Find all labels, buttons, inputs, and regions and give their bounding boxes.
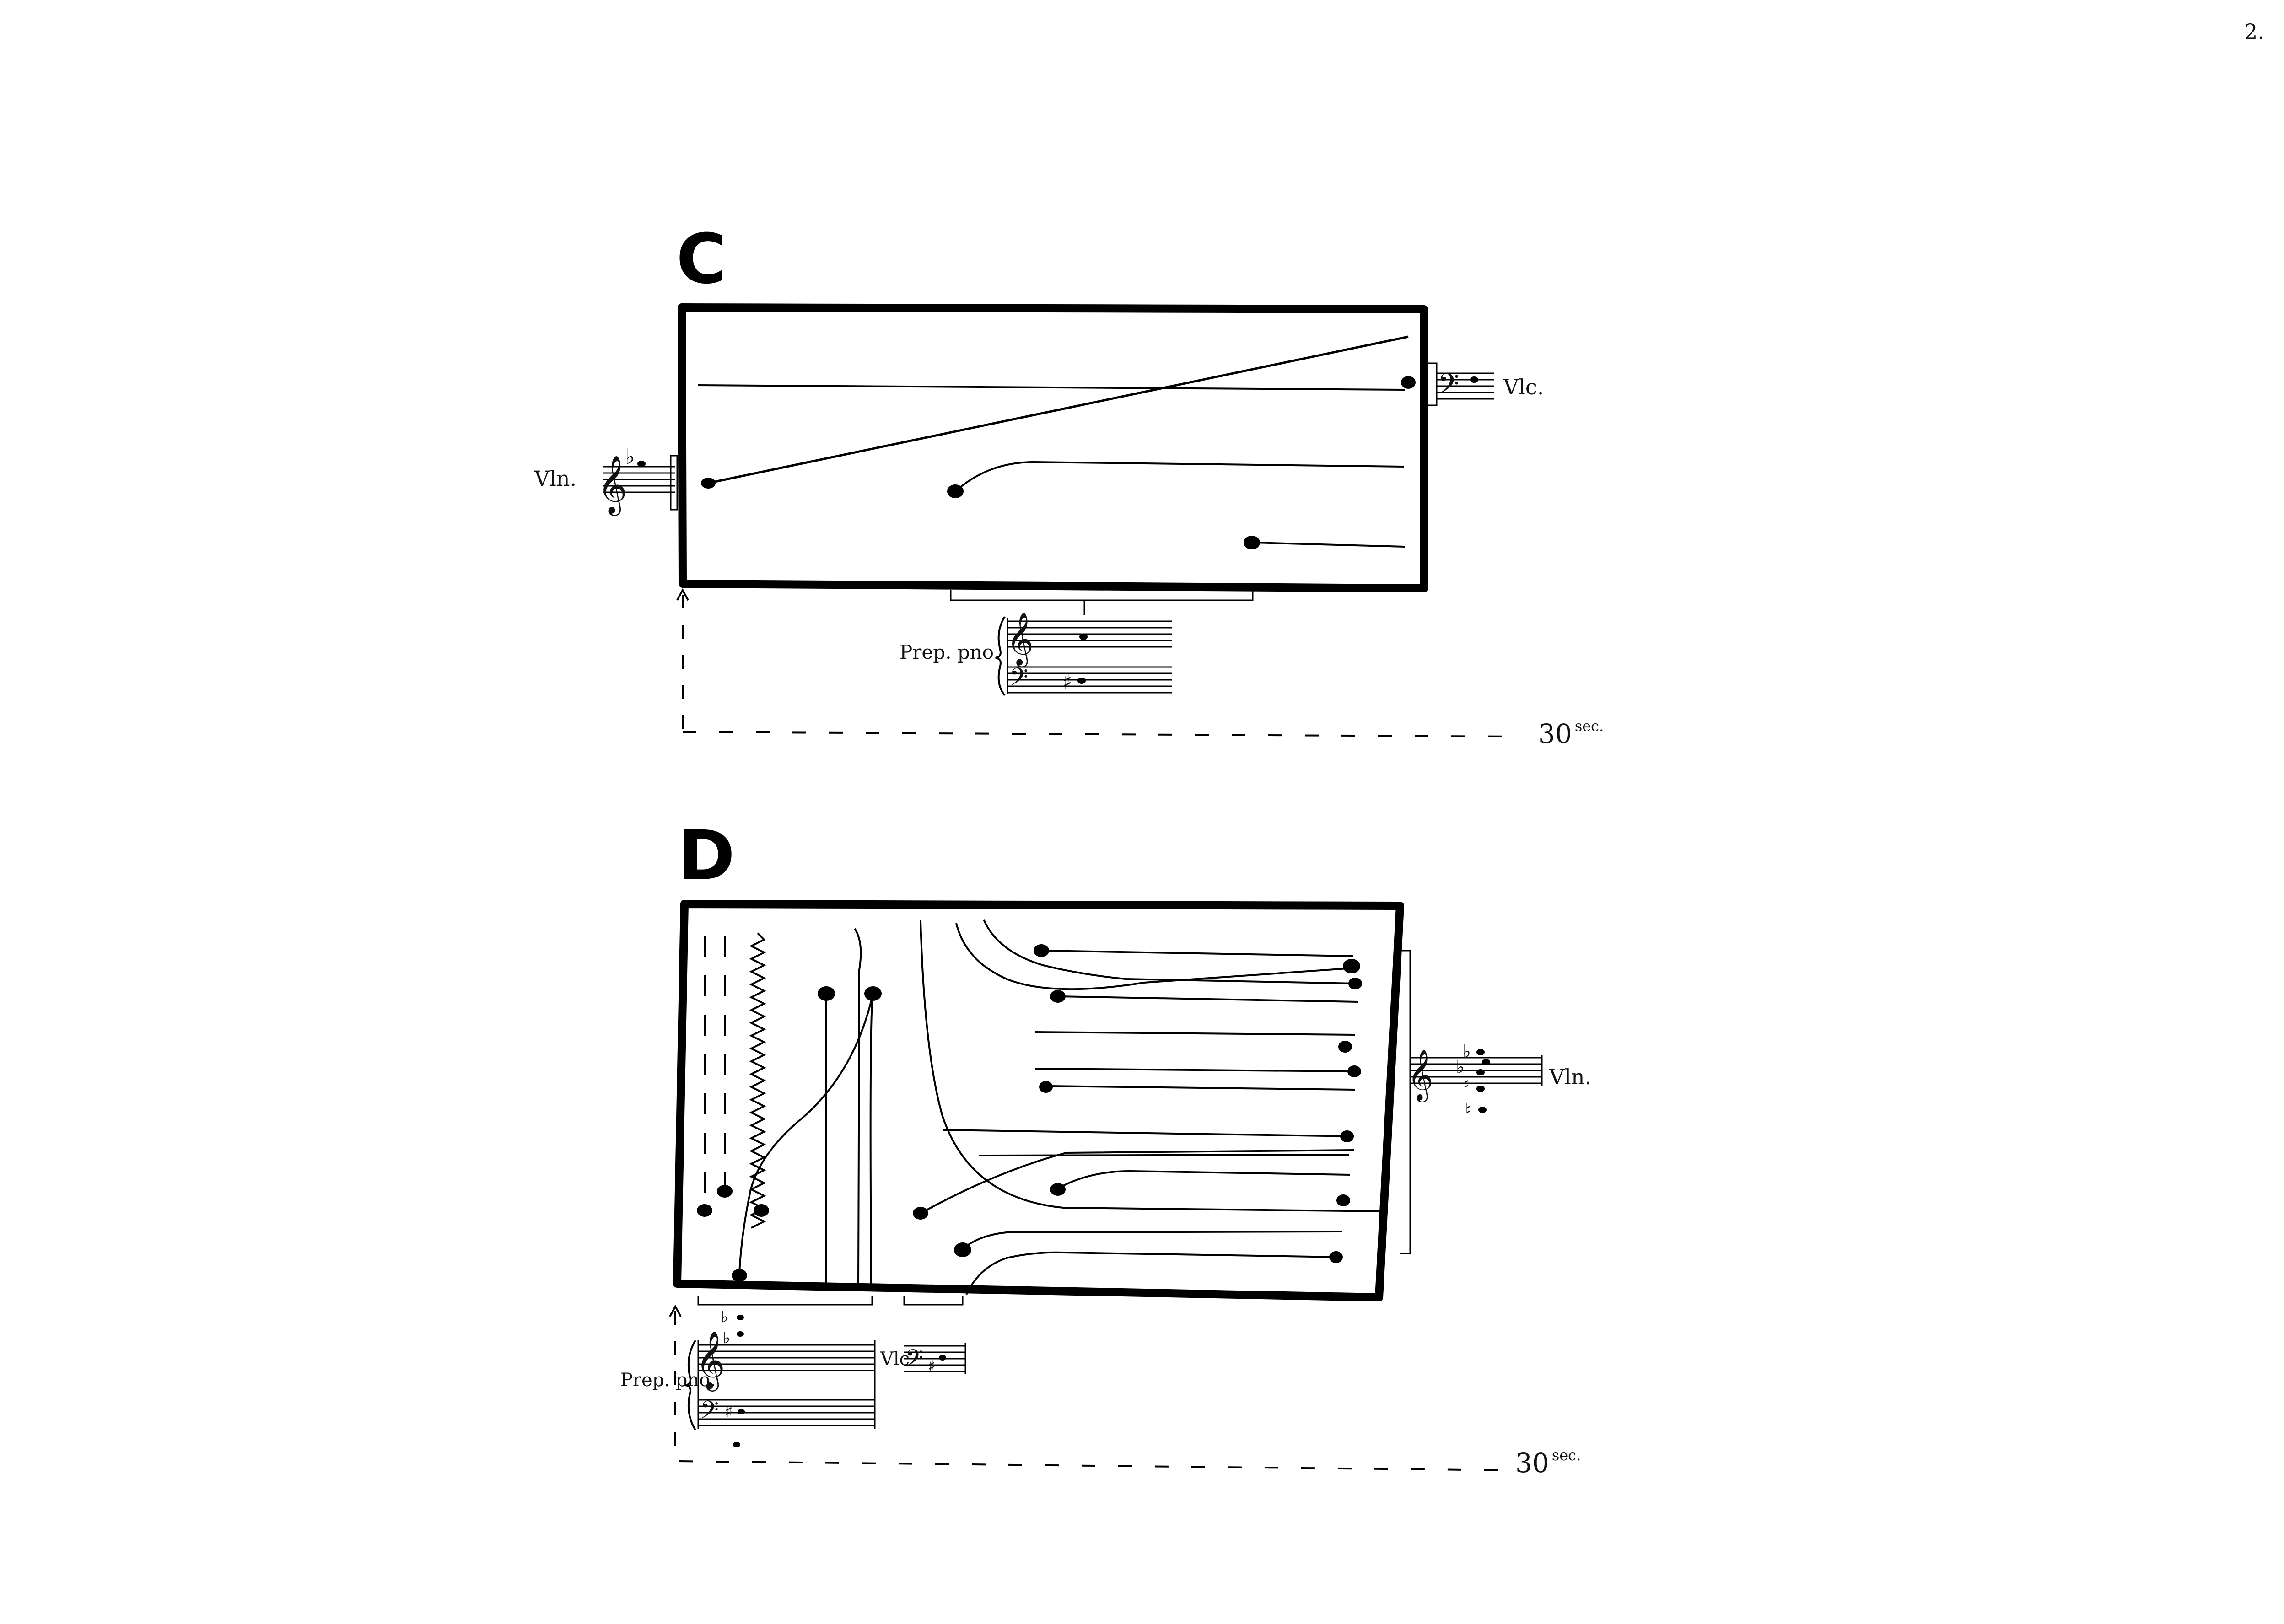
note-head — [1050, 1183, 1066, 1196]
sharp-icon: ♯ — [1062, 671, 1072, 694]
note-head — [754, 1204, 769, 1217]
section-d-frame — [673, 900, 1404, 1301]
natural-icon: ♮ — [1465, 1100, 1471, 1121]
note-head — [939, 1355, 946, 1361]
section-d-violin-label: Vln. — [1549, 1065, 1591, 1089]
section-d-piano-cue: 𝄞 𝄢 ♭ ♭ ♯ Prep. pno. Vlc 𝄢 — [620, 1296, 966, 1447]
treble-clef-icon: 𝄞 — [695, 1330, 725, 1392]
section-c-note-heads — [701, 376, 1416, 549]
note-head — [1470, 376, 1478, 383]
note-head — [1050, 990, 1066, 1003]
flat-icon: ♭ — [721, 1308, 728, 1326]
note-head — [717, 1185, 733, 1198]
note-head — [864, 986, 882, 1001]
note-head — [954, 1242, 971, 1257]
descending-curve — [869, 993, 874, 1285]
note-head — [913, 1207, 928, 1220]
note-head — [701, 478, 716, 489]
section-c: C Vln. 𝄞 — [534, 220, 1604, 749]
section-c-glissando-line — [708, 335, 1409, 484]
brace-icon — [685, 1339, 696, 1431]
note-head — [1077, 678, 1086, 684]
section-c-violin-cue: Vln. 𝄞 ♭ — [534, 444, 678, 516]
note-head — [947, 484, 964, 498]
violin-bracket — [1400, 950, 1411, 1254]
piano-grand-staff — [1007, 618, 1172, 694]
chord-note-heads — [1476, 1049, 1490, 1113]
section-c-sustain-line — [697, 384, 1405, 391]
section-d-violin-cue: 𝄞 ♭ ♭ ♮ ♮ Vln. — [1400, 950, 1591, 1254]
bass-clef-icon: 𝄢 — [1438, 368, 1460, 407]
section-c-cello-cue: 𝄢 Vlc. — [1426, 362, 1544, 407]
descending-curve — [738, 993, 874, 1274]
cello-staff — [904, 1343, 966, 1374]
section-c-letter: C — [676, 220, 727, 299]
note-head — [637, 461, 646, 467]
note-head — [732, 1269, 747, 1282]
section-d-left-gestures — [704, 928, 874, 1285]
section-d-letter: D — [678, 816, 735, 896]
curved-line — [854, 928, 862, 1285]
note-head — [1244, 536, 1260, 549]
brace-icon — [995, 616, 1006, 696]
section-d-right-gestures — [920, 919, 1387, 1295]
sharp-icon: ♯ — [725, 1403, 733, 1421]
note-head — [1039, 1081, 1053, 1093]
note-head — [697, 1204, 712, 1217]
flat-icon: ♭ — [625, 444, 635, 469]
section-d: D — [620, 816, 1591, 1479]
flat-icon: ♭ — [723, 1329, 730, 1347]
section-c-short-line — [1252, 542, 1405, 548]
flat-icon: ♭ — [1456, 1057, 1465, 1078]
bass-clef-icon: 𝄢 — [1009, 663, 1028, 697]
chord-note-heads — [733, 1315, 745, 1447]
flat-icon: ♭ — [1462, 1041, 1471, 1062]
treble-clef-icon: 𝄞 — [1407, 1049, 1433, 1102]
zigzag-line — [749, 932, 766, 1229]
note-head — [818, 986, 835, 1001]
section-c-cello-label: Vlc. — [1503, 375, 1544, 399]
cello-staff — [1426, 362, 1494, 406]
violin-staff — [603, 455, 678, 511]
piano-bracket — [697, 1296, 964, 1306]
piano-grand-staff — [697, 1340, 876, 1429]
section-d-timeline — [669, 1304, 1510, 1471]
section-c-curved-line — [954, 461, 1404, 492]
section-d-note-heads — [697, 944, 1362, 1282]
note-head — [1079, 634, 1088, 640]
treble-clef-icon: 𝄞 — [1007, 612, 1034, 667]
section-c-frame — [678, 303, 1428, 592]
note-head — [1329, 1251, 1343, 1263]
sharp-icon: ♯ — [928, 1357, 935, 1376]
piano-bracket — [950, 590, 1254, 615]
note-head — [1338, 1041, 1352, 1053]
section-c-piano-cue: 𝄞 𝄢 ♯ Prep. pno. — [900, 590, 1254, 697]
note-head — [1347, 1065, 1361, 1077]
note-head — [1336, 1194, 1350, 1206]
note-head — [1340, 1130, 1354, 1142]
note-head — [1034, 944, 1049, 957]
section-c-timeline — [676, 588, 1519, 737]
bass-clef-icon: 𝄢 — [905, 1344, 923, 1377]
note-head — [1343, 959, 1360, 973]
section-d-piano-label: Prep. pno. — [620, 1370, 716, 1391]
bass-clef-icon: 𝄢 — [700, 1396, 719, 1430]
section-c-piano-label: Prep. pno. — [900, 641, 1000, 663]
section-c-gestures — [697, 335, 1409, 548]
violin-staff — [1410, 1055, 1543, 1086]
section-c-violin-label: Vln. — [534, 466, 576, 491]
natural-icon: ♮ — [1463, 1074, 1470, 1095]
note-head — [1401, 376, 1416, 389]
treble-clef-icon: 𝄞 — [598, 455, 627, 516]
note-head — [1348, 978, 1362, 989]
page-number: 2. — [2244, 19, 2264, 44]
